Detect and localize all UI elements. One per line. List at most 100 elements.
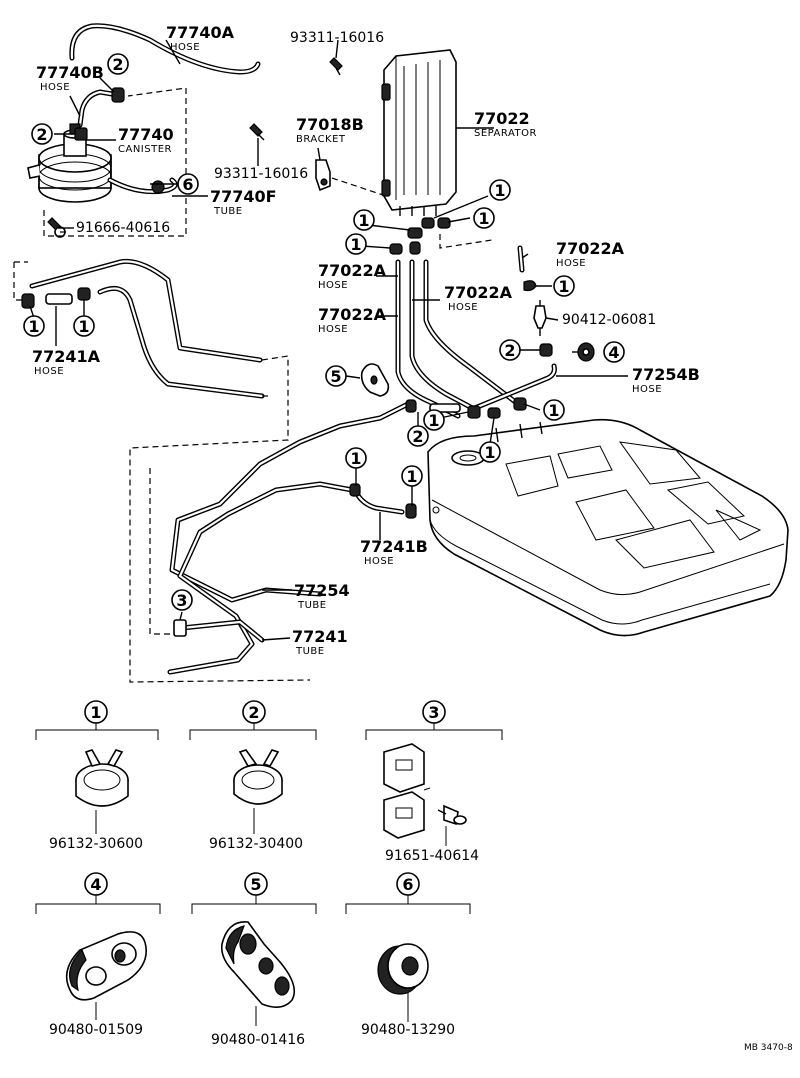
svg-text:3: 3 (428, 703, 439, 722)
label-77022A-left2-number: 77022A (318, 305, 387, 324)
legend-item-6: 6 90480-13290 (345, 872, 471, 1038)
callout-1-sep-d: 1 (473, 207, 495, 229)
svg-text:1: 1 (406, 467, 417, 486)
label-separator-number: 77022 (474, 109, 530, 128)
separator (381, 49, 494, 216)
svg-text:2: 2 (504, 341, 515, 360)
svg-text:1: 1 (90, 703, 101, 722)
grommet-5-installed (360, 363, 390, 397)
label-77022A-left1-name: HOSE (318, 280, 348, 291)
svg-text:2: 2 (248, 703, 259, 722)
label-77254-name: TUBE (297, 600, 327, 611)
callout-2-hose-clip: 2 (107, 53, 129, 75)
label-77254-number: 77254 (294, 581, 350, 600)
label-77254B-name: HOSE (632, 384, 662, 395)
svg-text:6: 6 (402, 875, 413, 894)
svg-text:1: 1 (350, 235, 361, 254)
callout-1-sep-b: 1 (345, 233, 367, 255)
svg-text:1: 1 (428, 411, 439, 430)
svg-text:2: 2 (112, 55, 123, 74)
svg-text:2: 2 (412, 427, 423, 446)
label-77241A-name: HOSE (34, 366, 64, 377)
label-77022A-mid-number: 77022A (444, 283, 513, 302)
fuel-tank (427, 418, 789, 637)
svg-text:3: 3 (176, 591, 187, 610)
label-77022A-right-number: 77022A (556, 239, 625, 258)
label-valve: 90412-06081 (562, 312, 656, 328)
svg-text:1: 1 (494, 181, 505, 200)
label-77740A-number: 77740A (166, 23, 235, 42)
legend-item-5: 5 90480-01416 (191, 872, 317, 1048)
svg-text:1: 1 (558, 277, 569, 296)
hose-clip-1-icon (75, 749, 129, 807)
svg-text:5: 5 (330, 367, 341, 386)
callout-1-tank-c: 1 (479, 441, 501, 463)
label-77740B-number: 77740B (36, 63, 104, 82)
label-77241-number: 77241 (292, 627, 348, 646)
grommet-5-icon (220, 921, 296, 1008)
callout-5-grommet: 5 (325, 365, 347, 387)
callout-1-sep-c: 1 (489, 179, 511, 201)
legend-part-4: 90480-01509 (49, 1022, 143, 1038)
svg-text:5: 5 (250, 875, 261, 894)
canister-group (27, 23, 261, 238)
svg-text:1: 1 (358, 211, 369, 230)
left-tube-assembly (13, 258, 527, 683)
hose-clip-2-icon (233, 749, 283, 805)
svg-text:1: 1 (28, 317, 39, 336)
callout-4-grommet: 4 (603, 341, 625, 363)
label-77241-name: TUBE (295, 646, 325, 657)
callout-6-grommet: 6 (177, 173, 199, 195)
callout-1-tank-b: 1 (543, 399, 565, 421)
callout-2-canister-clip: 2 (31, 123, 53, 145)
callout-1-left-b: 1 (73, 315, 95, 337)
callout-2-hose-right: 2 (499, 339, 521, 361)
bolts-bracket-group (249, 57, 387, 197)
callout-1-tube-a: 1 (345, 447, 367, 469)
legend-part-5: 90480-01416 (211, 1032, 305, 1048)
label-77241B-number: 77241B (360, 537, 428, 556)
label-77254B-number: 77254B (632, 365, 700, 384)
label-canister-number: 77740 (118, 125, 174, 144)
footer-code: MB 3470-8 (744, 1043, 793, 1053)
bolt-icon (437, 804, 467, 826)
legend-part-3: 91651-40614 (385, 848, 479, 864)
callout-1-left-a: 1 (23, 315, 45, 337)
svg-text:4: 4 (90, 875, 101, 894)
callout-3-clamp: 3 (171, 589, 193, 611)
label-canister-name: CANISTER (118, 144, 172, 155)
label-77022A-left2-name: HOSE (318, 324, 348, 335)
label-91666: 91666-40616 (76, 220, 170, 236)
callout-1-hose-right: 1 (553, 275, 575, 297)
grommet-4-icon (65, 931, 147, 1001)
label-77740F-number: 77740F (210, 187, 277, 206)
label-77022A-mid-name: HOSE (448, 302, 478, 313)
legend-item-2: 2 96132-30400 (189, 700, 317, 852)
label-77241A-number: 77241A (32, 347, 101, 366)
legend-part-2: 96132-30400 (209, 836, 303, 852)
leader-lines (29, 39, 628, 641)
svg-text:1: 1 (548, 401, 559, 420)
callout-1-sep-a: 1 (353, 209, 375, 231)
callout-circles: 2 2 6 1 1 1 1 1 2 4 5 1 1 2 1 1 1 1 1 3 (23, 53, 625, 611)
svg-text:1: 1 (478, 209, 489, 228)
label-77740F-name: TUBE (213, 206, 243, 217)
tube-clamp-icon (383, 743, 467, 839)
legend-item-4: 4 90480-01509 (35, 872, 161, 1038)
svg-text:1: 1 (350, 449, 361, 468)
svg-text:4: 4 (608, 343, 619, 362)
label-77241B-name: HOSE (364, 556, 394, 567)
part-labels: 77740A HOSE 77740B HOSE 77740 CANISTER 7… (32, 23, 700, 657)
legend-part-6: 90480-13290 (361, 1022, 455, 1038)
callout-1-tank-a: 1 (423, 409, 445, 431)
separator-hoses (389, 217, 595, 419)
label-bolt-top: 93311-16016 (290, 30, 384, 46)
label-77022A-right-name: HOSE (556, 258, 586, 269)
svg-text:1: 1 (78, 317, 89, 336)
grommet-6-icon (377, 943, 429, 995)
callout-1-tube-b: 1 (401, 465, 423, 487)
label-bracket-number: 77018B (296, 115, 364, 134)
legend-item-1: 1 96132-30600 (35, 700, 159, 852)
label-77740B-name: HOSE (40, 82, 70, 93)
